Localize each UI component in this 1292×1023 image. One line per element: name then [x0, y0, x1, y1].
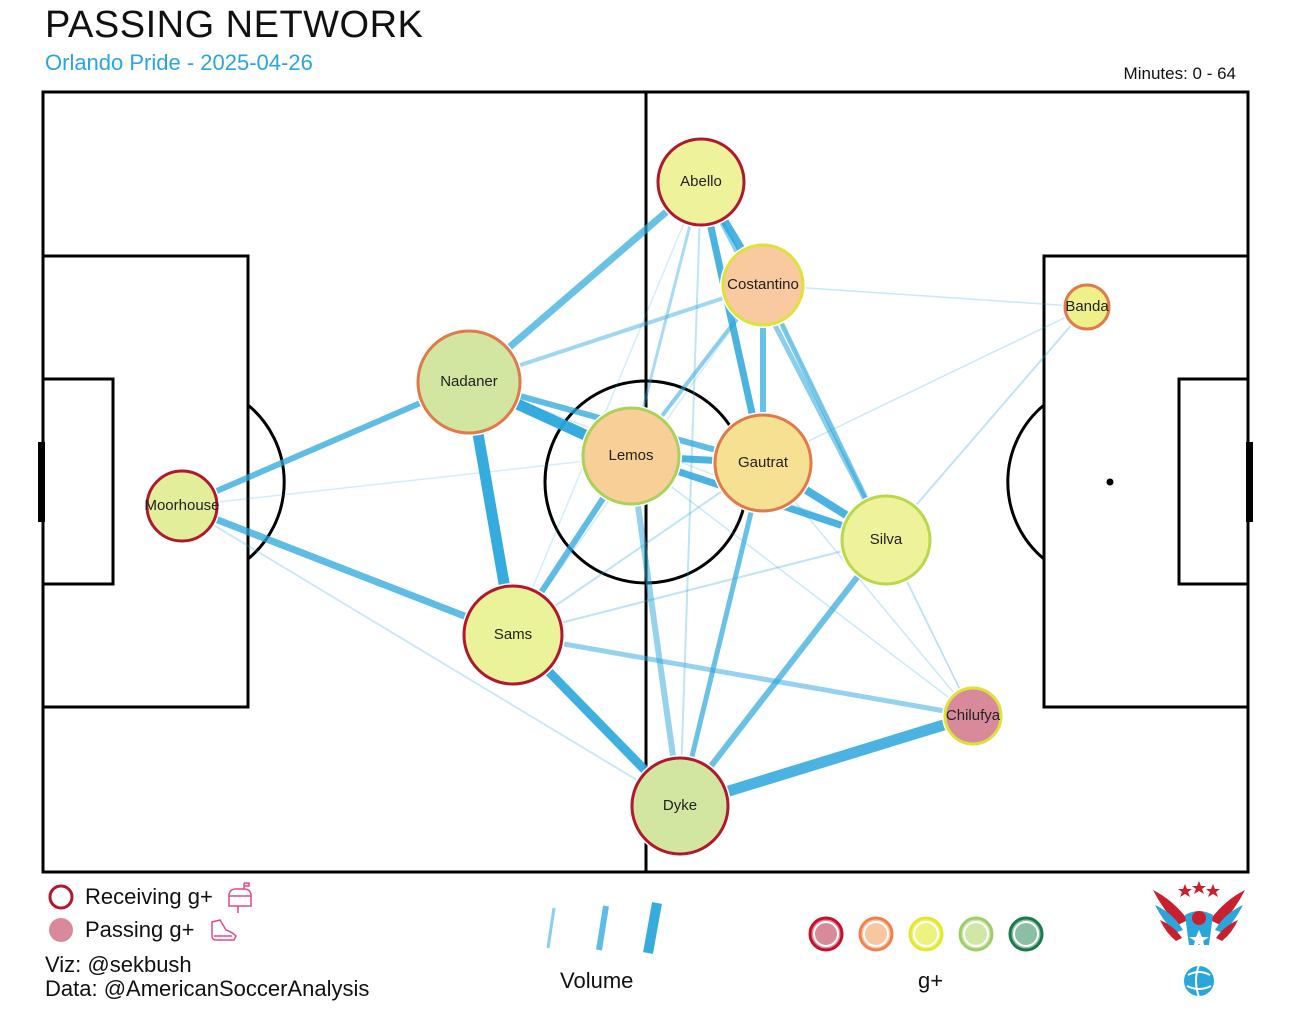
gplus-scale-swatch-halo: [913, 921, 939, 947]
page-subtitle: Orlando Pride - 2025-04-26: [45, 50, 313, 75]
left-goal: [38, 442, 45, 522]
gplus-scale-swatch-halo: [1013, 921, 1039, 947]
player-node-banda[interactable]: Banda: [1062, 282, 1112, 332]
player-nodes: Abello Costantino Banda Nadaner Lemos Ga…: [144, 136, 1112, 857]
volume-thin-stroke: [546, 907, 556, 949]
edge-lemos-chilufya: [630, 455, 974, 717]
right-goal: [1246, 442, 1253, 522]
data-credit: Data: @AmericanSoccerAnalysis: [45, 976, 370, 1001]
edge-abello-sams: [512, 181, 702, 636]
volume-legend: [546, 902, 662, 954]
left-penalty-box: [41, 254, 250, 709]
edge-banda-gautrat: [762, 306, 1088, 464]
player-label: Abello: [680, 173, 722, 190]
edge-moorhouse-dyke: [181, 505, 681, 807]
node-circle: [840, 494, 932, 586]
edge-costantino-silva: [760, 283, 889, 542]
edge-lemos-dyke: [628, 455, 683, 807]
player-label: Costantino: [727, 276, 799, 293]
node-circle: [1063, 283, 1111, 331]
node-circle: [713, 413, 813, 513]
node-circle: [630, 756, 730, 856]
player-node-abello[interactable]: Abello: [655, 136, 747, 228]
player-label: Gautrat: [738, 454, 789, 471]
player-label: Sams: [494, 626, 532, 643]
mailbox-icon: [228, 882, 252, 913]
volume-legend-label: Volume: [560, 968, 634, 993]
edge-dyke-chilufya: [678, 710, 975, 812]
node-circle: [416, 329, 522, 435]
passing-legend-label: Passing g+: [85, 917, 195, 942]
node-circle: [656, 137, 746, 227]
edge-silva-sams: [512, 539, 887, 636]
gplus-scale-swatch-halo: [863, 921, 889, 947]
minutes-range: Minutes: 0 - 64: [1123, 64, 1236, 83]
player-label: Chilufya: [946, 707, 1001, 724]
edge-moorhouse-lemos: [181, 455, 632, 507]
viz-credit: Viz: @sekbush: [45, 952, 192, 977]
gplus-color-scale: [808, 916, 1044, 952]
player-node-sams[interactable]: Sams: [461, 583, 565, 687]
player-node-costantino[interactable]: Costantino: [720, 242, 806, 328]
node-circle: [462, 584, 564, 686]
edge-gautrat-dyke: [677, 462, 766, 807]
node-circle: [145, 469, 219, 543]
edge-moorhouse-sams: [180, 502, 515, 639]
gplus-scale-swatch-halo: [813, 921, 839, 947]
left-six-yard-box: [41, 377, 115, 586]
player-node-moorhouse[interactable]: Moorhouse: [144, 468, 220, 544]
edge-abello-dyke: [679, 181, 702, 807]
player-label: Nadaner: [440, 373, 498, 390]
node-circle: [721, 243, 805, 327]
edge-gautrat-chilufya: [762, 462, 974, 717]
player-label: Banda: [1065, 298, 1109, 315]
asa-eagle-logo: [1153, 881, 1245, 998]
node-circle: [581, 406, 681, 506]
edge-banda-silva: [885, 306, 1088, 541]
player-node-nadaner[interactable]: Nadaner: [415, 328, 523, 436]
player-label: Silva: [870, 531, 903, 548]
boot-icon: [211, 919, 237, 941]
edge-sams-chilufya: [512, 632, 974, 719]
volume-thick-stroke: [643, 902, 662, 954]
player-node-dyke[interactable]: Dyke: [629, 755, 731, 857]
edge-silva-dyke: [677, 538, 889, 808]
page-title: PASSING NETWORK: [45, 4, 424, 46]
right-penalty-arc: [1006, 403, 1045, 561]
player-node-lemos[interactable]: Lemos: [580, 405, 682, 507]
receiving-legend-label: Receiving g+: [85, 884, 213, 909]
penalty-spot: [1106, 478, 1114, 486]
player-node-gautrat[interactable]: Gautrat: [712, 412, 814, 514]
gplus-scale-swatch-halo: [963, 921, 989, 947]
gplus-legend-label: g+: [918, 968, 944, 993]
right-six-yard-box: [1177, 377, 1250, 586]
edge-costantino-banda: [762, 284, 1088, 308]
passing-legend-marker: [49, 918, 73, 942]
node-circle: [943, 686, 1003, 746]
player-label: Dyke: [663, 797, 697, 814]
player-node-silva[interactable]: Silva: [839, 493, 933, 587]
player-node-chilufya[interactable]: Chilufya: [942, 685, 1004, 747]
player-label: Moorhouse: [144, 497, 219, 514]
receiving-legend-marker: [48, 884, 74, 910]
volume-medium-stroke: [596, 905, 609, 951]
player-label: Lemos: [608, 447, 653, 464]
